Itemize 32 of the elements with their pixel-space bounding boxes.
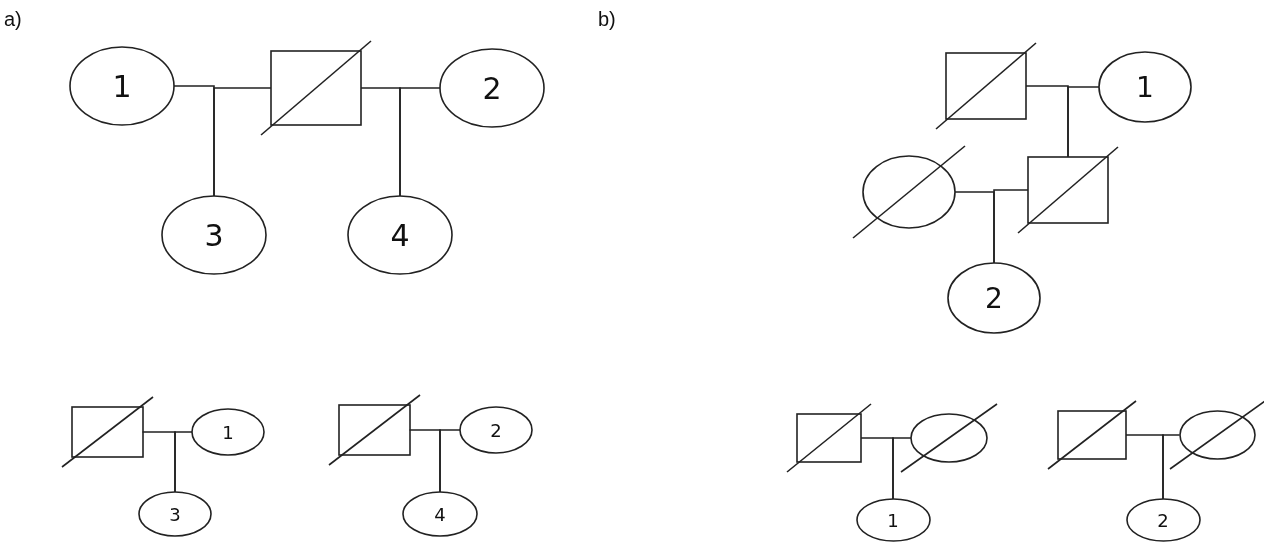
pedigree-line: [213, 87, 272, 197]
oval-node: 4: [402, 491, 478, 537]
crossed-square: [1048, 401, 1136, 469]
oval-node: 2: [439, 48, 545, 128]
crossed-oval: [901, 404, 997, 472]
crossed-oval: [1169, 401, 1264, 469]
oval-node: 4: [347, 195, 453, 275]
pedigree-line: [399, 87, 441, 197]
oval-node: 2: [459, 406, 533, 454]
oval-node: 2: [947, 262, 1041, 334]
oval-node: 3: [138, 491, 212, 537]
crossed-oval: [853, 146, 965, 238]
oval-node: 1: [191, 408, 265, 456]
crossed-square: [261, 41, 371, 135]
crossed-square: [328, 395, 420, 465]
pedigree-line: [439, 429, 461, 493]
panel-label: b): [598, 8, 616, 31]
oval-node: 1: [855, 498, 931, 542]
pedigree-line: [174, 431, 193, 493]
crossed-square: [787, 404, 871, 472]
crossed-square: [1018, 147, 1118, 233]
pedigree-line: [1162, 434, 1181, 500]
crossed-square: [936, 43, 1036, 129]
oval-node: 1: [1098, 51, 1192, 123]
pedigree-line: [892, 437, 912, 500]
panel-label: a): [4, 8, 22, 31]
oval-node: 2: [1125, 498, 1201, 542]
oval-node: 3: [161, 195, 267, 275]
pedigree-line: [993, 189, 1029, 264]
oval-node: 1: [69, 46, 175, 126]
crossed-square: [61, 397, 153, 467]
pedigree-line: [1067, 86, 1100, 158]
